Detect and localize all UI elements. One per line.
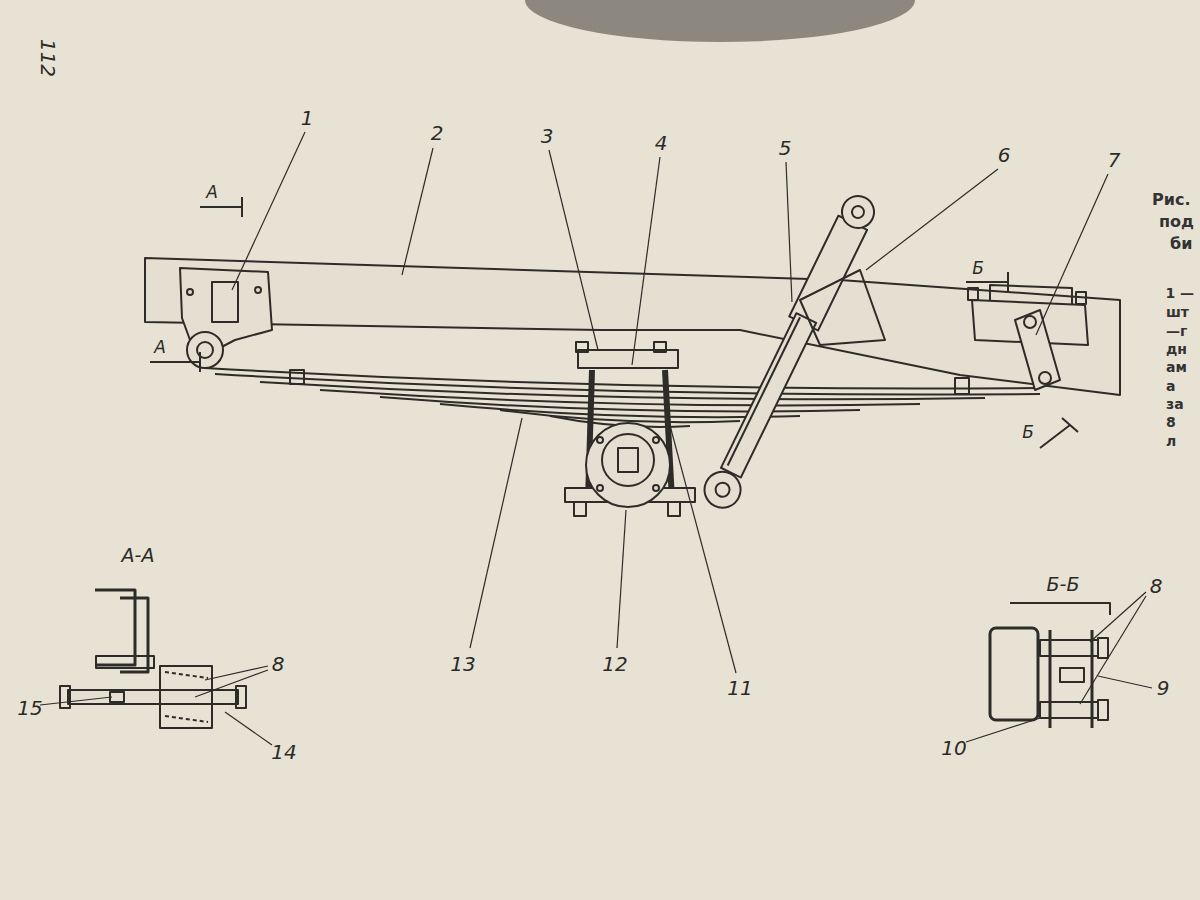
section-letter: А xyxy=(152,338,168,357)
rivet xyxy=(187,289,193,295)
leader-lines xyxy=(40,132,1152,745)
shackle-plate xyxy=(1091,630,1094,728)
callout-number: 12 xyxy=(600,653,629,675)
callout-number: 4 xyxy=(653,132,670,154)
callout-number: 14 xyxy=(269,741,298,763)
caption-fragment: 8 xyxy=(1164,415,1178,430)
section-letter: А xyxy=(204,183,220,202)
leaf xyxy=(500,410,740,422)
section-letter: Б xyxy=(1020,423,1036,442)
caption-fragment: за xyxy=(1164,397,1186,412)
caption-fragment: шт xyxy=(1164,305,1191,320)
section-letter: Б xyxy=(970,259,986,278)
callout-number: 11 xyxy=(725,677,754,699)
callout-number: 7 xyxy=(1106,149,1123,171)
spring-clip xyxy=(955,378,969,394)
caption-fragment: би xyxy=(1168,235,1194,253)
spring-end xyxy=(1060,668,1084,682)
caption-fragment: —г xyxy=(1164,324,1189,339)
caption-fragment: ам xyxy=(1164,360,1189,375)
frame-top xyxy=(1010,603,1110,615)
break-line xyxy=(144,262,146,322)
drawing xyxy=(60,190,1120,728)
callout-number: 3 xyxy=(539,125,556,147)
caption-fragment: дн xyxy=(1164,342,1189,357)
key xyxy=(110,692,124,702)
callout-number: 10 xyxy=(939,737,968,759)
shackle xyxy=(1015,310,1060,390)
eye-section xyxy=(160,666,212,728)
rear-bracket-top xyxy=(990,285,1072,304)
frame-section xyxy=(95,590,148,672)
callout-number: 9 xyxy=(1155,677,1172,699)
callout-number: 1 xyxy=(299,107,316,129)
nut xyxy=(668,502,680,516)
frame-box xyxy=(990,628,1038,720)
spring-clip xyxy=(290,370,304,384)
callout-number: 8 xyxy=(1148,575,1165,597)
caption-fragment: Рис. xyxy=(1150,191,1193,209)
section-mark xyxy=(1040,418,1078,448)
callout-number: 8 xyxy=(270,653,287,675)
callout-number: 2 xyxy=(429,122,446,144)
bushing-section xyxy=(165,672,208,722)
callout-number: 13 xyxy=(448,653,477,675)
axle-tube xyxy=(602,434,654,486)
rivet xyxy=(255,287,261,293)
section-title: Б-Б xyxy=(1045,574,1082,595)
section-title: А-А xyxy=(120,545,157,566)
callout-number: 5 xyxy=(777,137,794,159)
axle-flange xyxy=(586,423,670,507)
callout-number: 6 xyxy=(996,144,1013,166)
axle-shaft xyxy=(618,448,638,472)
shock-bracket xyxy=(800,270,885,345)
nut xyxy=(574,502,586,516)
bracket-section xyxy=(96,656,154,668)
nut xyxy=(654,342,666,352)
callout-number: 15 xyxy=(15,697,44,719)
page-number: 112 xyxy=(37,37,59,79)
caption-fragment: 1 — xyxy=(1163,286,1196,301)
nut xyxy=(576,342,588,352)
leaf xyxy=(260,382,985,399)
page-shadow xyxy=(525,0,915,42)
caption-fragment: л xyxy=(1164,434,1178,449)
caption-fragment: а xyxy=(1164,379,1177,394)
bracket-plate xyxy=(212,282,238,322)
caption-fragment: под xyxy=(1157,213,1196,231)
frame-rail xyxy=(145,258,1120,395)
shackle-plate xyxy=(1049,630,1052,728)
shackle-pin xyxy=(1024,316,1036,328)
shackle-pin xyxy=(1039,372,1051,384)
leaf xyxy=(320,390,920,405)
